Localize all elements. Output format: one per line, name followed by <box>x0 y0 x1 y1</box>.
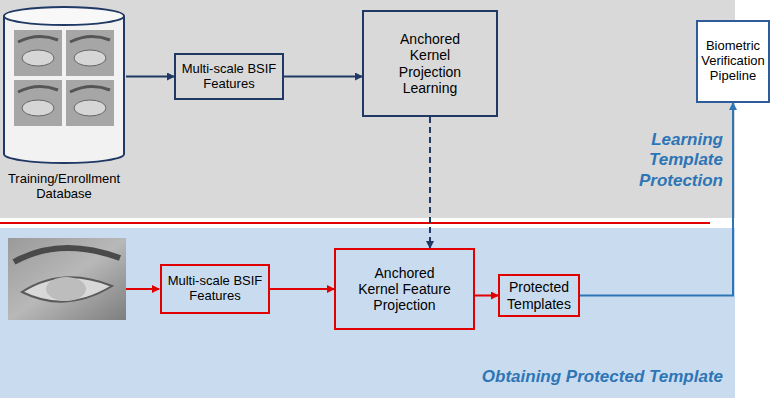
flow-arrow <box>126 76 174 78</box>
thumb-brow <box>70 86 110 92</box>
database-node: Training/Enrollment Database <box>2 4 126 209</box>
thumb-bg <box>14 80 62 126</box>
eye-thumbnail <box>66 80 114 126</box>
database-label: Training/Enrollment Database <box>2 172 126 202</box>
thumb-eye <box>74 100 106 116</box>
thumb-bg <box>66 80 114 126</box>
flow-arrow <box>284 76 362 78</box>
database-cylinder <box>2 4 126 166</box>
process-box: Multi-scale BSIF Features <box>174 53 284 100</box>
cylinder-top <box>4 7 124 25</box>
box-label: Protected Templates <box>504 279 574 311</box>
eye-thumbnail <box>14 30 62 76</box>
thumb-eye <box>74 50 106 66</box>
box-label: Biometric Verification Pipeline <box>700 39 766 84</box>
box-label: Multi-scale BSIF Features <box>166 274 264 304</box>
probe-eye-image <box>8 238 126 320</box>
process-box: Multi-scale BSIF Features <box>160 264 270 314</box>
band-title: Obtaining Protected Template <box>482 367 723 387</box>
thumb-bg <box>14 30 62 76</box>
thumb-eye <box>22 50 54 66</box>
thumb-brow <box>18 36 58 42</box>
eye-thumbnail <box>14 80 62 126</box>
thumb-bg <box>66 30 114 76</box>
thumb-brow <box>70 36 110 42</box>
input-arrow <box>126 288 159 290</box>
region-band: Learning Template ProtectionTraining/Enr… <box>0 0 735 218</box>
box-label: Multi-scale BSIF Features <box>180 62 278 92</box>
flow-arrow <box>580 103 733 296</box>
separator-line <box>0 222 710 224</box>
process-box: Anchored Kernel Feature Projection <box>334 248 475 330</box>
flow-arrow <box>475 295 498 297</box>
band-title: Learning Template Protection <box>623 130 723 191</box>
cylinder-body <box>4 16 124 163</box>
eye-thumbnail <box>66 30 114 76</box>
flow-arrow <box>270 288 334 290</box>
thumb-brow <box>18 86 58 92</box>
flow-arrow <box>429 117 431 248</box>
thumb-eye <box>22 100 54 116</box>
process-box: Biometric Verification Pipeline <box>696 20 770 103</box>
process-box: Anchored Kernel Projection Learning <box>362 10 498 117</box>
box-label: Anchored Kernel Projection Learning <box>386 31 474 95</box>
box-label: Anchored Kernel Feature Projection <box>356 265 453 313</box>
process-box: Protected Templates <box>498 274 580 317</box>
